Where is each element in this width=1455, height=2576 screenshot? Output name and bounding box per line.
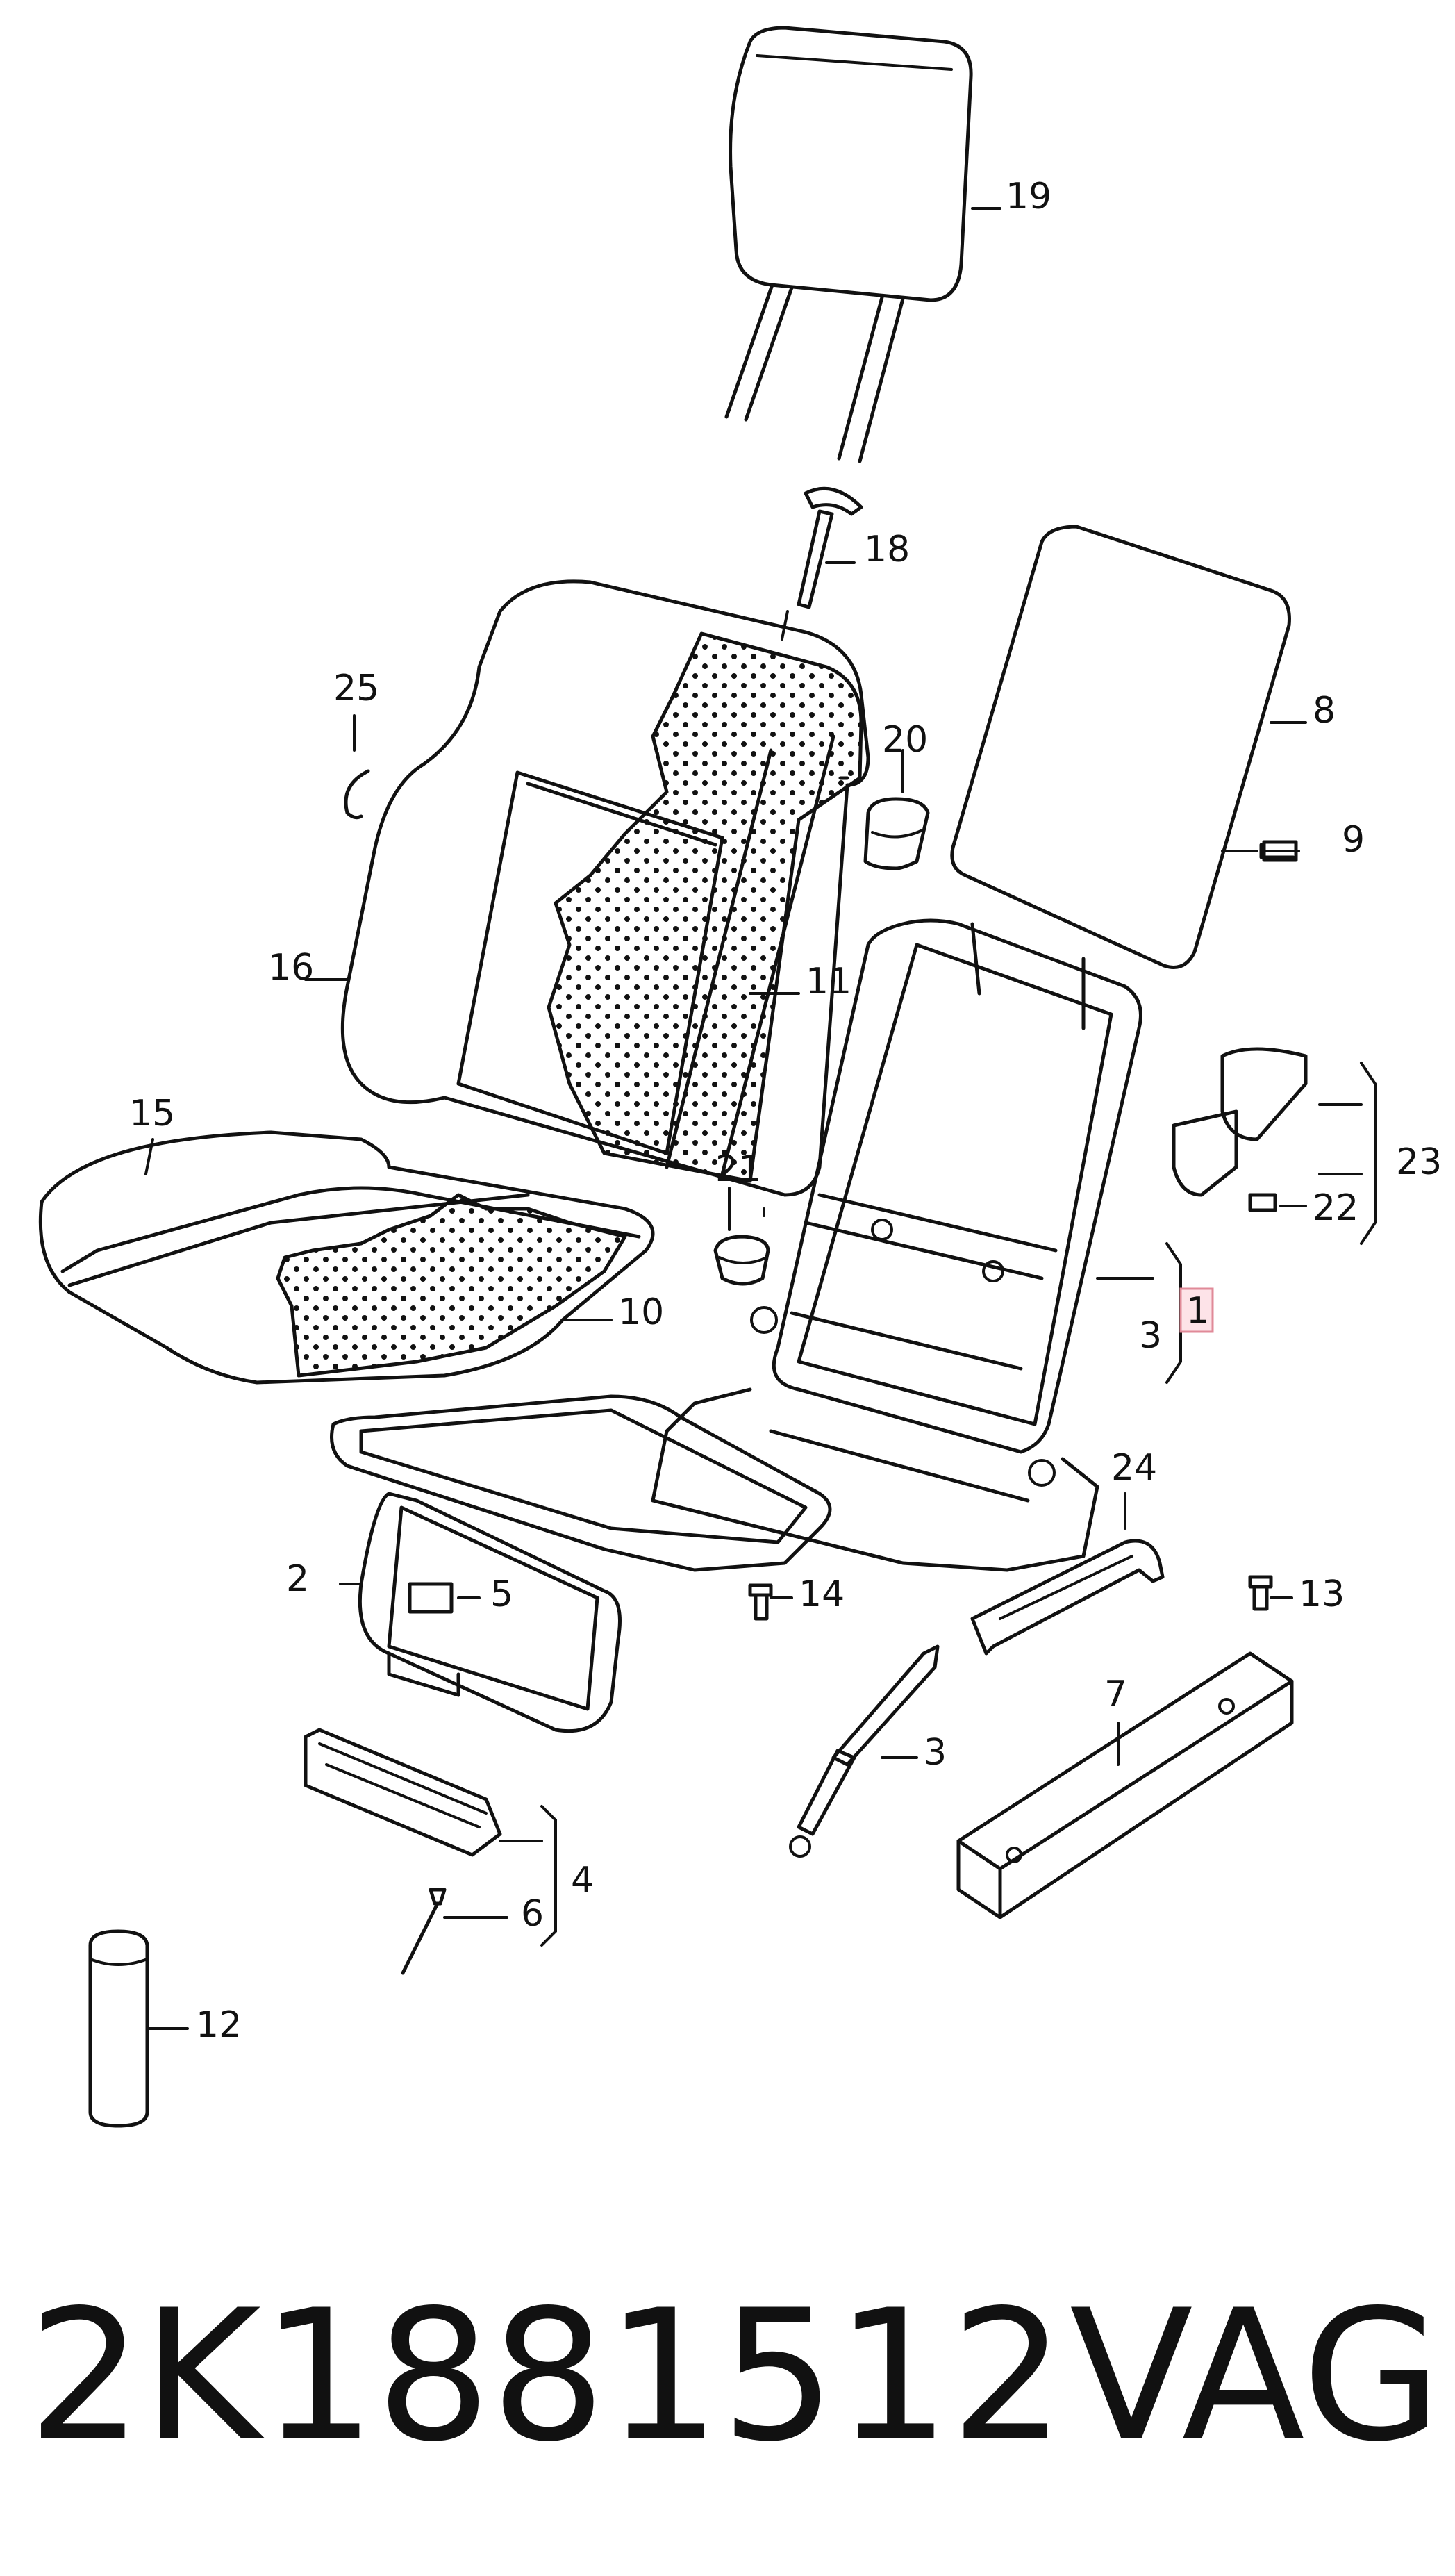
cap-part	[713, 1235, 770, 1286]
bolt-13-part	[1248, 1575, 1273, 1611]
bolt-14-part	[748, 1583, 773, 1621]
trim-part	[970, 1539, 1165, 1656]
highlight-box	[1179, 1287, 1214, 1333]
callout-1: 1	[1186, 1290, 1209, 1332]
screw-part	[401, 1888, 447, 1975]
seat-plate-part	[358, 1492, 622, 1733]
callout-14: 14	[799, 1574, 845, 1615]
callout-18: 18	[864, 529, 910, 570]
callout-3-lower: 3	[924, 1732, 947, 1774]
callout-24: 24	[1111, 1447, 1157, 1489]
callout-25: 25	[333, 668, 379, 709]
callout-7: 7	[1104, 1674, 1127, 1715]
seat-frame-part	[651, 918, 1142, 1572]
callout-6: 6	[521, 1893, 544, 1935]
callout-15: 15	[129, 1093, 175, 1134]
callout-23: 23	[1396, 1141, 1442, 1183]
seat-pan-frame-part	[330, 1394, 832, 1572]
can-part	[88, 1929, 149, 2128]
callout-5: 5	[490, 1574, 513, 1615]
bolt-part	[1259, 840, 1300, 862]
rail-part	[956, 1651, 1294, 1919]
clip-part	[344, 769, 370, 820]
callout-3-upper: 3	[1139, 1315, 1162, 1357]
callout-11: 11	[806, 961, 851, 1002]
gas-strut-part	[789, 1644, 940, 1858]
callout-20: 20	[882, 719, 928, 761]
leader-lines	[144, 207, 1377, 2030]
backrest-cover-part	[340, 579, 870, 1197]
headrest-guide-part	[781, 486, 863, 641]
callout-2: 2	[286, 1558, 309, 1600]
back-panel-part	[950, 525, 1291, 969]
cover-23-part	[1172, 1047, 1308, 1212]
callout-16: 16	[268, 947, 314, 989]
callout-21: 21	[715, 1148, 761, 1190]
callout-10: 10	[618, 1291, 664, 1333]
bush-part	[863, 797, 930, 870]
callout-4: 4	[571, 1860, 594, 1901]
part-number: 2K1881512	[28, 2272, 1065, 2482]
callout-12: 12	[196, 2004, 242, 2046]
headrest-part	[724, 26, 973, 463]
callouts: 19 18 25 20 8 9 16 11 15 21 23 22 10 1 3…	[129, 176, 1442, 2046]
callout-22: 22	[1313, 1187, 1358, 1229]
brand-label: VAG	[1070, 2272, 1442, 2482]
callout-19: 19	[1006, 176, 1051, 217]
callout-13: 13	[1299, 1574, 1345, 1615]
seat-cushion-part	[38, 1130, 655, 1385]
callout-9: 9	[1342, 819, 1365, 861]
callout-8: 8	[1313, 690, 1336, 732]
switch-part	[304, 1728, 502, 1857]
